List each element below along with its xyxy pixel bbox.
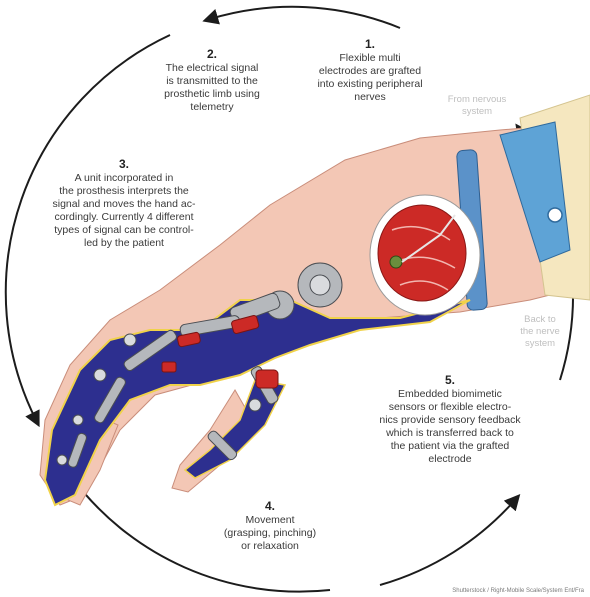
cycle-arrow-top: [210, 7, 400, 28]
label-from-nervous-system: From nervous system: [432, 94, 522, 118]
step-2-text: 2. The electrical signal is transmitted …: [148, 48, 276, 114]
cycle-arrow-bottom-right: [380, 500, 515, 585]
band-sensor: [548, 208, 562, 222]
step-1-text: 1. Flexible multi electrodes are grafted…: [300, 38, 440, 104]
step-4-text: 4. Movement (grasping, pinching) or rela…: [205, 500, 335, 553]
step-5-text: 5. Embedded biomimetic sensors or flexib…: [358, 374, 542, 466]
step-3-text: 3. A unit incorporated in the prosthesis…: [36, 158, 212, 250]
label-back-to-nerve-system: Back to the nerve system: [505, 314, 575, 350]
image-credit: Shutterstock / Right-Mobile Scale/System…: [452, 588, 584, 594]
muscle-cross-section: [370, 195, 480, 315]
electrode-node: [390, 256, 402, 268]
